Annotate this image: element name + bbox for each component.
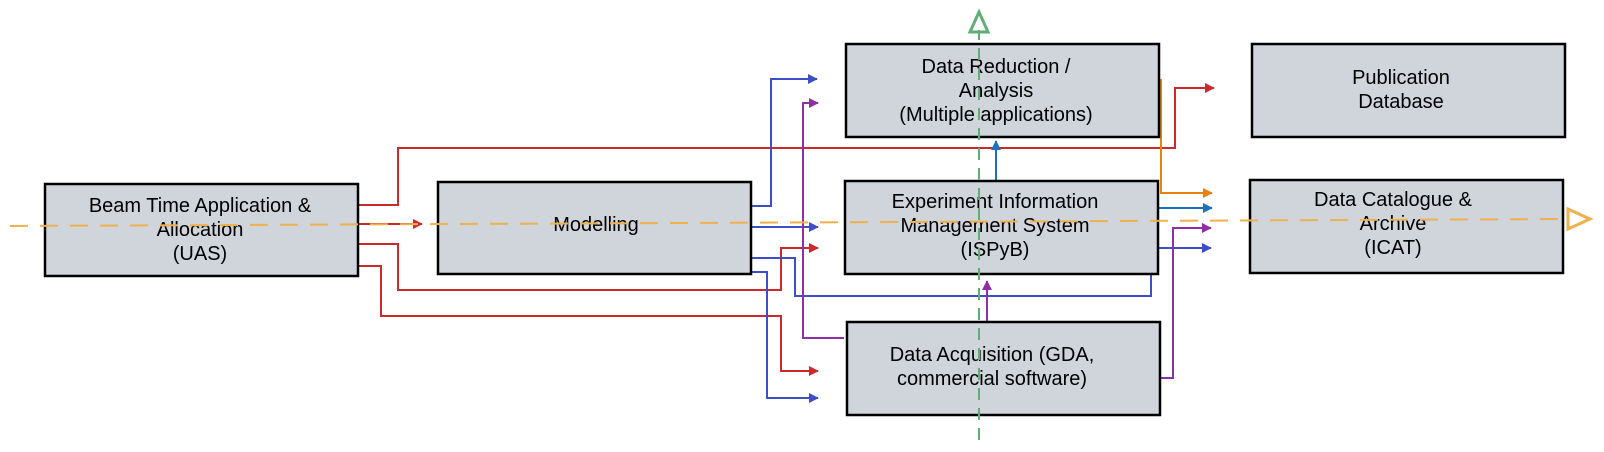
node-publication-label-line: Publication — [1352, 67, 1450, 89]
node-reduction-label-line: Analysis — [959, 80, 1033, 102]
node-publication-label-line: Database — [1358, 91, 1444, 113]
node-acquisition: Data Acquisition (GDA,commercial softwar… — [845, 320, 1162, 417]
edge-modelling-to-icat — [735, 243, 1212, 297]
edge-uas-to-acquisition — [352, 265, 819, 376]
node-icat-label-line: Archive — [1360, 213, 1427, 235]
node-ispyb-label-line: Management System — [901, 215, 1090, 237]
nodes-layer: Beam Time Application &Allocation(UAS) M… — [43, 42, 1567, 417]
node-acquisition-label-line: Data Acquisition (GDA, — [890, 344, 1095, 366]
node-icat: Data Catalogue &Archive(ICAT) — [1248, 178, 1565, 275]
node-uas-label-line: Beam Time Application & — [89, 195, 312, 217]
node-icat-label-line: (ICAT) — [1364, 237, 1421, 259]
node-reduction: Data Reduction /Analysis(Multiple applic… — [844, 42, 1161, 139]
node-reduction-label-line: (Multiple applications) — [899, 104, 1092, 126]
edge-uas-to-publication — [352, 83, 1215, 206]
node-ispyb-label-line: (ISPyB) — [961, 239, 1030, 261]
dashed-green-arrowhead-outline — [967, 8, 991, 34]
node-acquisition-label-line: commercial software) — [897, 368, 1087, 390]
node-ispyb-label-line: Experiment Information — [892, 191, 1099, 213]
node-uas-label-line: (UAS) — [173, 243, 227, 265]
edge-acquisition-to-reduction — [802, 98, 844, 339]
node-uas: Beam Time Application &Allocation(UAS) — [43, 182, 360, 278]
dashed-orange-arrowhead-outline — [1566, 206, 1594, 232]
node-reduction-label-line: Data Reduction / — [922, 56, 1071, 78]
edge-modelling-to-reduction — [735, 74, 818, 207]
node-modelling-label-line: Modelling — [553, 214, 639, 236]
node-icat-label-line: Data Catalogue & — [1314, 189, 1473, 211]
edge-uas-to-ispyb — [352, 243, 819, 291]
node-modelling: Modelling — [436, 180, 753, 276]
node-uas-label-line: Allocation — [157, 219, 244, 241]
overlay-layer — [9, 8, 1594, 440]
dashed-orange-flow-line — [9, 218, 1569, 227]
